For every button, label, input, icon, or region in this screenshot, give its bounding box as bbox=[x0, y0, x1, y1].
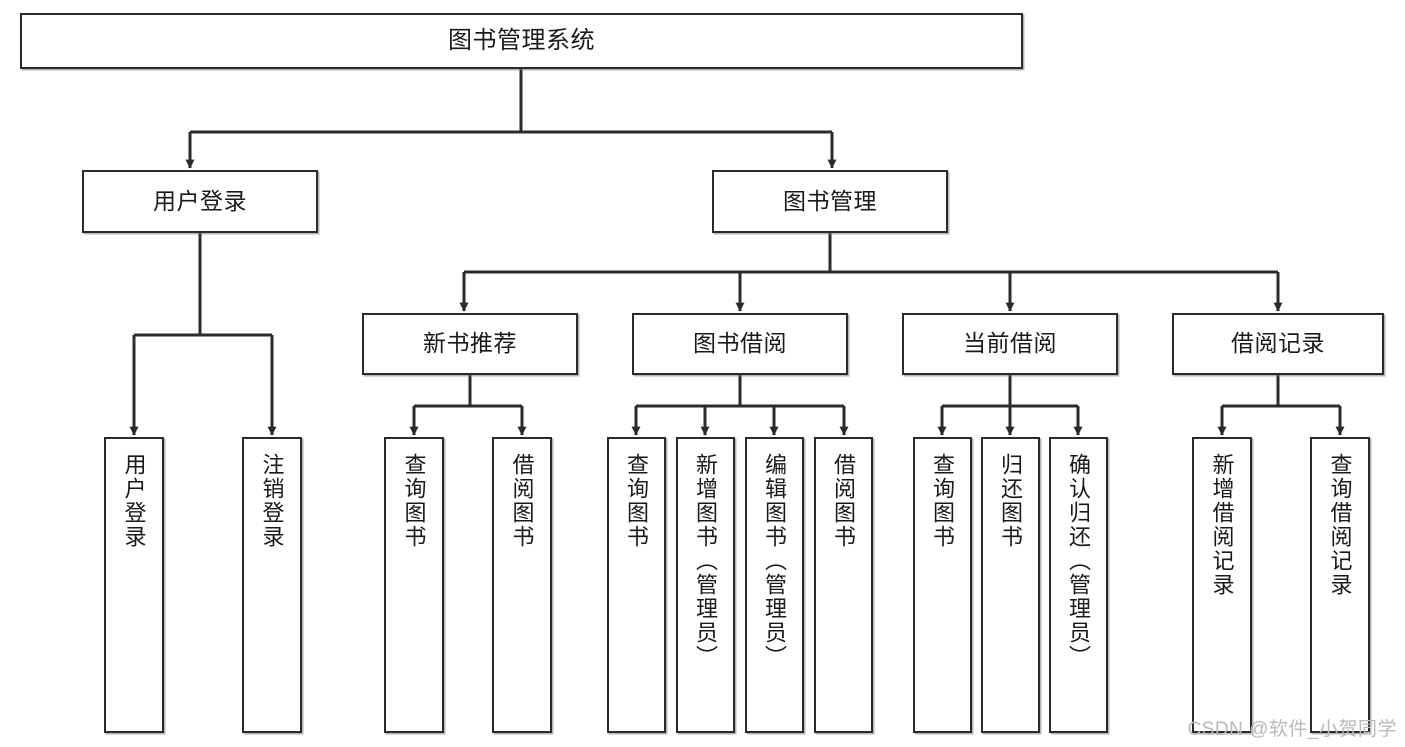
node-label: 新增借阅记录 bbox=[1209, 453, 1235, 597]
node-label: 新增图书（管理员） bbox=[693, 453, 719, 669]
node-leaf-query-borrowing-record[interactable]: 查询借阅记录 bbox=[1310, 437, 1370, 733]
node-current-borrowing[interactable]: 当前借阅 bbox=[902, 313, 1118, 375]
node-label: 借阅图书 bbox=[831, 453, 857, 549]
node-leaf-borrow-book-borrowing[interactable]: 借阅图书 bbox=[814, 437, 873, 733]
node-label: 借阅图书 bbox=[509, 453, 535, 549]
node-label: 图书借阅 bbox=[693, 330, 787, 357]
node-label: 查询图书 bbox=[930, 453, 956, 549]
node-label: 借阅记录 bbox=[1231, 330, 1325, 357]
node-label: 用户登录 bbox=[153, 187, 247, 214]
node-new-book-recommendation[interactable]: 新书推荐 bbox=[362, 313, 578, 375]
node-label: 查询图书 bbox=[401, 453, 427, 549]
node-label: 归还图书 bbox=[998, 453, 1024, 549]
node-label: 图书管理 bbox=[783, 187, 877, 214]
node-label: 查询借阅记录 bbox=[1327, 453, 1353, 597]
node-leaf-confirm-return-admin[interactable]: 确认归还（管理员） bbox=[1049, 437, 1108, 733]
node-user-login[interactable]: 用户登录 bbox=[82, 170, 318, 233]
node-book-borrowing[interactable]: 图书借阅 bbox=[632, 313, 848, 375]
node-leaf-edit-book-admin[interactable]: 编辑图书（管理员） bbox=[745, 437, 804, 733]
node-leaf-user-login[interactable]: 用户登录 bbox=[104, 437, 164, 733]
node-leaf-borrow-book-recommendation[interactable]: 借阅图书 bbox=[492, 437, 552, 733]
node-book-management[interactable]: 图书管理 bbox=[712, 170, 948, 233]
node-borrowing-record[interactable]: 借阅记录 bbox=[1172, 313, 1384, 375]
watermark-text: CSDN @软件_小贺同学 bbox=[1187, 719, 1397, 740]
node-leaf-query-book-borrowing[interactable]: 查询图书 bbox=[607, 437, 666, 733]
node-root-book-management-system[interactable]: 图书管理系统 bbox=[20, 13, 1023, 69]
node-leaf-return-book[interactable]: 归还图书 bbox=[981, 437, 1040, 733]
node-leaf-logout-login[interactable]: 注销登录 bbox=[242, 437, 302, 733]
node-label: 新书推荐 bbox=[423, 330, 517, 357]
node-label: 当前借阅 bbox=[963, 330, 1057, 357]
node-leaf-query-book-recommendation[interactable]: 查询图书 bbox=[384, 437, 444, 733]
node-label: 确认归还（管理员） bbox=[1066, 453, 1092, 669]
node-label: 查询图书 bbox=[624, 453, 650, 549]
node-label: 编辑图书（管理员） bbox=[762, 453, 788, 669]
node-leaf-add-borrowing-record[interactable]: 新增借阅记录 bbox=[1192, 437, 1252, 733]
node-label: 注销登录 bbox=[259, 453, 285, 549]
node-label: 图书管理系统 bbox=[448, 26, 595, 54]
node-label: 用户登录 bbox=[121, 453, 147, 549]
node-leaf-query-book-current[interactable]: 查询图书 bbox=[913, 437, 972, 733]
node-leaf-add-book-admin[interactable]: 新增图书（管理员） bbox=[676, 437, 735, 733]
